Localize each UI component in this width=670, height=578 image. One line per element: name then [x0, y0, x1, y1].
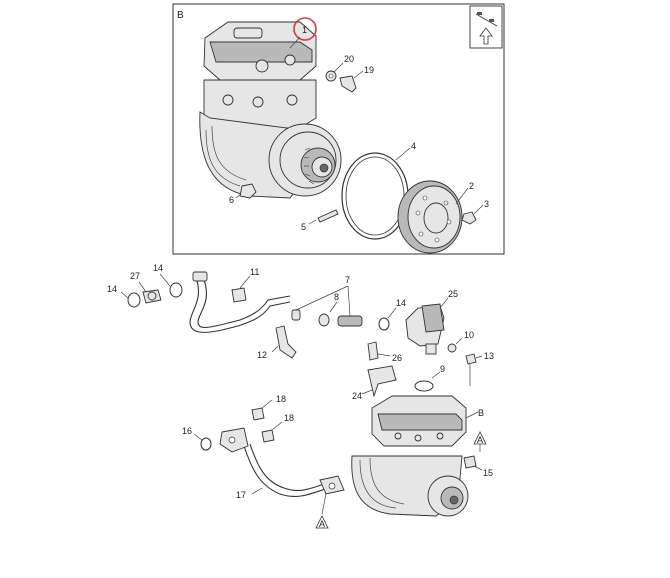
view-marker-a-bottom[interactable]: A — [315, 493, 329, 529]
highlight-circle — [293, 17, 317, 41]
fitting-19[interactable]: 19 — [339, 65, 374, 93]
fitting-17[interactable]: 15 — [463, 455, 493, 478]
callout-14-a: 14 — [107, 284, 117, 294]
callout-18-b: 18 — [284, 413, 294, 423]
callout-12: 12 — [257, 350, 267, 360]
callout-16: 16 — [182, 426, 192, 436]
seal-14-left[interactable]: 14 — [107, 284, 141, 308]
seal-14-right[interactable]: 14 — [378, 298, 406, 331]
seal-14-top[interactable]: 14 — [153, 263, 183, 298]
callout-9: 9 — [440, 364, 445, 374]
view-letter-b: B — [177, 10, 184, 21]
callout-26: 26 — [392, 353, 402, 363]
callout-b: B — [478, 408, 484, 418]
callout-4: 4 — [411, 141, 416, 151]
valve-25[interactable]: 25 — [405, 289, 458, 355]
detail-frame-b: B — [172, 3, 505, 255]
clamp-11[interactable]: 11 — [231, 267, 259, 303]
callout-20: 20 — [344, 54, 354, 64]
bolt-18-lower[interactable]: 18 — [261, 413, 294, 443]
callout-1: 1 — [302, 25, 307, 35]
callout-25: 25 — [448, 289, 458, 299]
marker-a-bottom-letter: A — [319, 519, 325, 529]
callout-11: 11 — [250, 267, 259, 277]
callout-8: 8 — [334, 292, 339, 302]
hose-7[interactable]: 7 — [291, 275, 363, 327]
callout-19: 19 — [364, 65, 374, 75]
seal-16[interactable]: 16 — [182, 426, 212, 451]
callout-5: 5 — [301, 222, 306, 232]
callout-27: 27 — [130, 271, 140, 281]
stud-5[interactable]: 5 — [301, 209, 339, 232]
fitting-20[interactable]: 20 — [325, 54, 354, 82]
clamp-8[interactable]: 8 — [318, 292, 339, 327]
gear-2[interactable]: 2 — [397, 180, 474, 254]
bracket-12[interactable]: 12 — [257, 325, 297, 360]
bolt-18-upper[interactable]: 18 — [251, 394, 286, 421]
callout-18-a: 18 — [276, 394, 286, 404]
callout-24: 24 — [352, 391, 362, 401]
bolt-3[interactable]: 3 — [461, 199, 489, 225]
callout-7: 7 — [345, 275, 350, 285]
bolt-26[interactable]: 26 — [367, 341, 402, 363]
callout-10: 10 — [464, 330, 474, 340]
callout-2: 2 — [469, 181, 474, 191]
callout-3: 3 — [484, 199, 489, 209]
arrow-up-icon — [479, 27, 493, 45]
nut-6[interactable]: 6 — [229, 183, 257, 205]
bolt-13[interactable]: 13 — [465, 351, 494, 386]
nav-icon-box[interactable] — [469, 5, 503, 49]
callout-17: 15 — [483, 468, 493, 478]
callout-14-c: 14 — [396, 298, 406, 308]
callout-14-b: 14 — [153, 263, 163, 273]
callout-13: 13 — [484, 351, 494, 361]
callout-6: 6 — [229, 195, 234, 205]
fitting-27[interactable]: 27 — [130, 271, 162, 304]
gasket-9[interactable]: 9 — [414, 364, 445, 392]
compressor-unit-top[interactable]: 1 — [199, 17, 342, 199]
compressor-unit-bottom[interactable]: B — [351, 395, 484, 517]
coolant-pipe[interactable] — [189, 271, 291, 333]
callout-15: 17 — [236, 490, 246, 500]
pipe-15[interactable]: 17 — [219, 427, 345, 500]
bracket-24[interactable]: 24 — [352, 365, 397, 401]
view-marker-a-top[interactable]: A — [473, 431, 487, 452]
screw-10[interactable]: 10 — [447, 330, 474, 353]
marker-a-top-letter: A — [477, 435, 483, 445]
